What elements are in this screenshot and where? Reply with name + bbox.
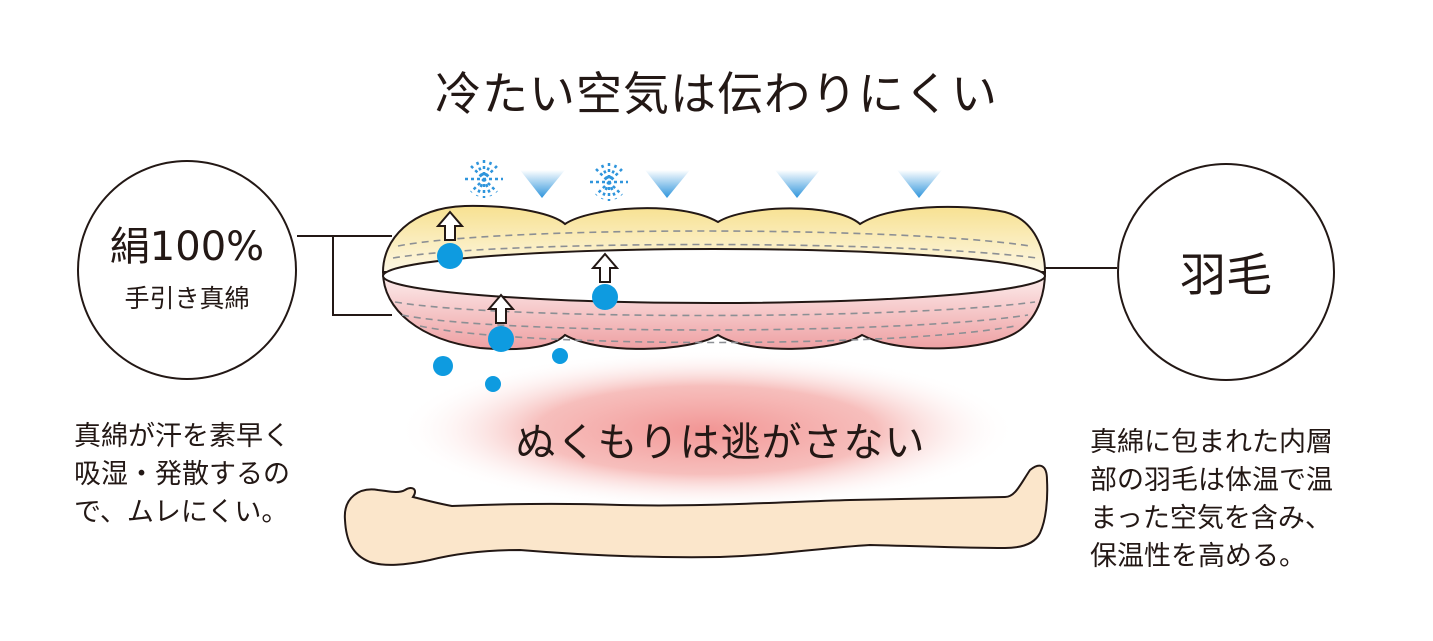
moisture-drops	[433, 243, 618, 392]
down-label-circle: 羽毛	[1117, 163, 1335, 381]
silk-label-sub: 手引き真綿	[124, 284, 250, 313]
cold-burst-icon	[465, 160, 503, 198]
moisture-arrows	[435, 210, 620, 324]
human-body	[343, 464, 1049, 566]
cold-arrow-icon	[775, 170, 820, 198]
cold-arrows	[520, 170, 942, 198]
moisture-arrow-icon	[435, 210, 465, 241]
silk-label-main: 絹100%	[109, 224, 265, 270]
silk-description: 真綿が汗を素早く 吸湿・発散するの で、ムレにくい。	[74, 421, 290, 528]
moisture-drop-icon	[592, 284, 618, 310]
moisture-drop-icon	[437, 243, 463, 269]
moisture-arrow-icon	[590, 252, 620, 283]
down-label-main: 羽毛	[1180, 248, 1272, 302]
cold-arrow-icon	[645, 170, 690, 198]
cold-burst-icon	[590, 163, 628, 201]
silk-label-circle: 絹100% 手引き真綿	[77, 160, 297, 380]
moisture-drop-icon	[485, 376, 501, 392]
futon-cross-section	[381, 204, 1047, 351]
down-description: 真綿に包まれた内層 部の羽毛は体温で温 まった空気を含み、 保温性を高める。	[1090, 427, 1333, 572]
moisture-arrow-icon	[486, 293, 516, 324]
warmth-glow	[397, 350, 1017, 510]
moisture-drop-icon	[552, 348, 568, 364]
warmth-label: ぬくもりは逃がさない	[515, 420, 926, 466]
diagram-title: 冷たい空気は伝わりにくい	[434, 67, 999, 121]
moisture-drop-icon	[433, 356, 453, 376]
cold-arrow-icon	[520, 170, 565, 198]
cold-arrow-icon	[897, 170, 942, 198]
down-core	[382, 248, 1046, 304]
moisture-drop-icon	[488, 326, 514, 352]
